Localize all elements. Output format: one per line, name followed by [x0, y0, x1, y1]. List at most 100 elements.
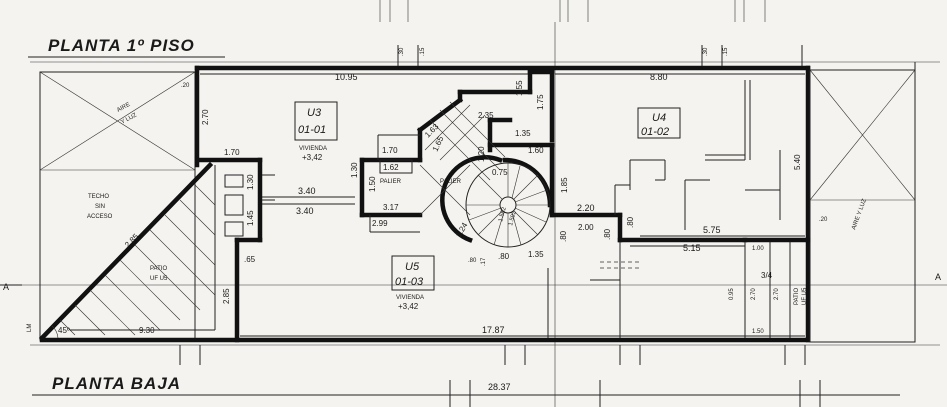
u3-partitions [224, 134, 420, 237]
dim-880: 8.80 [650, 72, 668, 82]
techo-label-2: SIN [95, 204, 105, 210]
unit-u4-number: 01-02 [641, 126, 669, 138]
unit-u3-tag [294, 101, 338, 141]
bottom-ticks [160, 345, 900, 407]
patio-right-label-2: UF U5 [802, 287, 808, 305]
dim-2837: 28.37 [488, 382, 511, 392]
right-light-shaft [809, 69, 916, 343]
palier-area [419, 101, 506, 216]
tick-015-b: .15 [723, 47, 729, 56]
dim-1787: 17.87 [482, 325, 505, 335]
angle-label: 45º [58, 326, 70, 335]
dim-285: 2.85 [222, 288, 231, 304]
spiral-staircase [465, 162, 551, 248]
palier-label-2: PALIER [380, 179, 402, 185]
dim-150: 1.50 [368, 176, 377, 192]
dim-162: 1.62 [383, 163, 399, 172]
tick-015-a: .15 [420, 47, 426, 56]
dim-017: .17 [481, 257, 487, 266]
dim-020b: .20 [819, 217, 828, 223]
patio-label: PATIO [150, 266, 167, 272]
stair-dim-b: 1.592 [508, 210, 518, 227]
dim-155: 1.55 [515, 80, 524, 96]
dim-020a: .20 [181, 83, 190, 89]
dim-575: 5.75 [703, 225, 721, 235]
dim-145: 1.45 [246, 210, 255, 226]
dim-080e: .80 [468, 258, 477, 264]
dim-317: 3.17 [383, 203, 399, 212]
dim-080b: .80 [603, 228, 612, 240]
interior-walls [359, 69, 811, 243]
dim-515: 5.15 [683, 243, 701, 253]
dim-075: 0.75 [492, 168, 508, 177]
dim-162-box [379, 159, 413, 174]
unit-u5-level: +3,42 [398, 302, 419, 311]
aire-luz-left-label-2: Y LUZ [120, 112, 138, 125]
dim-120: 1.20 [477, 146, 486, 162]
dim-270b: 2.70 [751, 288, 757, 300]
dim-185: 1.85 [560, 177, 569, 193]
dim-124: 1.24 [454, 221, 470, 239]
dim-130a: 1.30 [246, 174, 255, 190]
dim-080c: .80 [559, 230, 568, 242]
patio-right-label: PATIO [794, 288, 800, 305]
dim-065: .65 [244, 255, 256, 264]
techo-label-3: ACCESO [87, 214, 113, 220]
palier-label: PALIER [440, 179, 462, 185]
upper-floor-title: PLANTA 1º PISO [48, 36, 195, 55]
dim-165: 1.65 [431, 134, 446, 152]
unit-u3-type: VIVIENDA [299, 146, 327, 152]
unit-u5-tag [391, 255, 435, 291]
dim-170a: 1.70 [224, 148, 240, 157]
dim-080a: .80 [626, 216, 635, 228]
dim-170b: 1.70 [382, 146, 398, 155]
dim-175: 1.75 [536, 94, 545, 110]
unit-u5-number: 01-03 [395, 276, 424, 288]
unit-u5-code: U5 [405, 261, 420, 273]
u4-partitions [614, 80, 781, 230]
outer-walls [39, 65, 811, 343]
unit-u5-type: VIVIENDA [396, 295, 424, 301]
dim-220: 2.20 [577, 203, 595, 213]
unit-u4-tag [637, 107, 681, 139]
dim-160: 1.60 [528, 146, 544, 155]
techo-label: TECHO [88, 194, 109, 200]
dim-270a: 2.70 [201, 109, 210, 125]
aire-luz-left-label: AIRE [116, 102, 131, 114]
dim-3x4: 3/4 [761, 271, 773, 280]
left-light-shaft [39, 71, 196, 341]
section-a-marker: A [3, 282, 9, 292]
section-a-marker-right: A [935, 272, 941, 282]
unit-u3-code: U3 [307, 107, 322, 119]
unit-u4-code: U4 [652, 112, 666, 124]
dim-135a: 1.35 [515, 129, 531, 138]
tick-030-a: .30 [399, 47, 405, 56]
dim-1095: 10.95 [335, 72, 358, 82]
dim-540: 5.40 [793, 154, 802, 170]
dim-270c: 2.70 [774, 288, 780, 300]
ground-floor-title: PLANTA BAJA [52, 374, 181, 393]
dim-080d: .80 [498, 252, 510, 261]
aire-luz-right-label: AIRE Y LUZ [851, 198, 868, 231]
unit-u3-level: +3,42 [302, 153, 323, 162]
dim-095: 0.95 [729, 288, 735, 300]
dim-340a: 3.40 [298, 186, 316, 196]
dim-150b: 1.50 [752, 329, 764, 335]
dim-235: 2.35 [478, 111, 494, 120]
dim-100: 1.00 [752, 246, 764, 252]
dim-130b: 1.30 [350, 162, 359, 178]
tick-030-b: .30 [703, 47, 709, 56]
lower-right-area [547, 242, 791, 338]
unit-u3-number: 01-01 [298, 124, 326, 136]
lm-label: LM [27, 324, 33, 332]
dim-299: 2.99 [372, 219, 388, 228]
patio-label-2: UF U5 [150, 276, 168, 282]
patio-diag-dim: 2.85 [123, 232, 141, 250]
patio-diagonal [38, 161, 216, 342]
stair-dim-a: 1.582 [498, 206, 508, 223]
dim-200: 2.00 [578, 223, 594, 232]
dim-135b: 1.35 [528, 250, 544, 259]
dim-340b: 3.40 [296, 206, 314, 216]
